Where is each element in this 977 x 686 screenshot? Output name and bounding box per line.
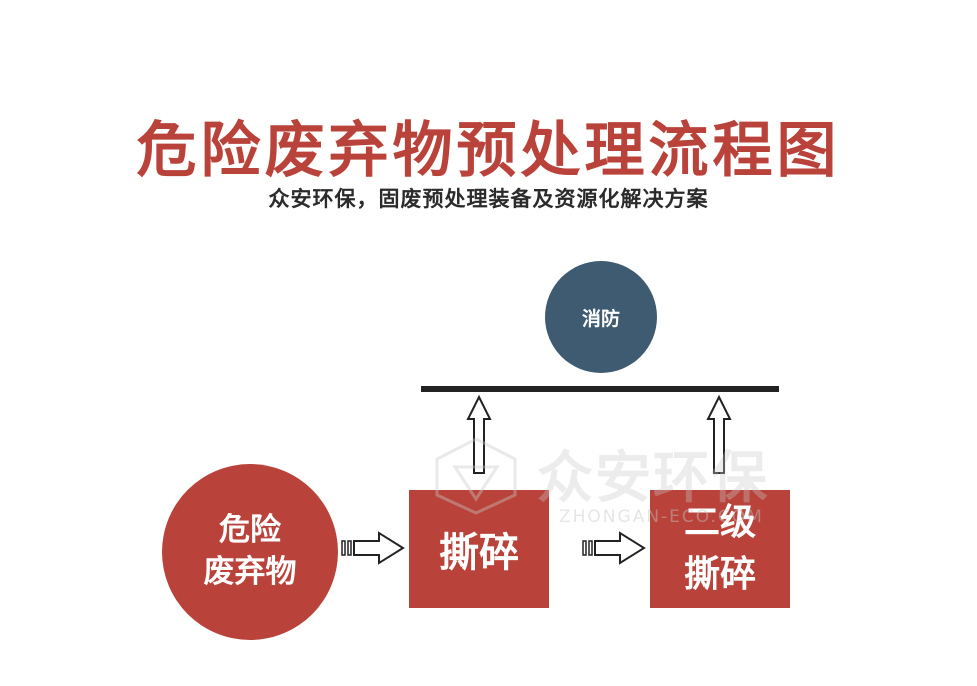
fire-protection-label: 消防	[581, 307, 620, 330]
page-title: 危险废弃物预处理流程图	[136, 116, 841, 186]
secondary-shredding-node: 二级 撕碎	[650, 490, 790, 608]
page-subtitle: 众安环保，固废预处理装备及资源化解决方案	[268, 186, 709, 211]
secondary-shredding-label-line2: 撕碎	[683, 554, 756, 595]
connector-bar	[421, 386, 779, 392]
up-arrow-1	[466, 394, 492, 474]
shredding-node: 撕碎	[409, 490, 549, 608]
fire-protection-node: 消防	[545, 261, 657, 373]
up-arrow-2	[706, 394, 732, 474]
secondary-shredding-label-line1: 二级	[683, 501, 756, 543]
hazardous-waste-label-line2: 废弃物	[203, 554, 297, 590]
hazardous-waste-label-line1: 危险	[219, 512, 281, 549]
shredding-label: 撕碎	[439, 530, 519, 576]
right-arrow-1	[341, 531, 405, 565]
right-arrow-2	[582, 531, 646, 565]
hazardous-waste-node: 危险 废弃物	[162, 464, 338, 640]
